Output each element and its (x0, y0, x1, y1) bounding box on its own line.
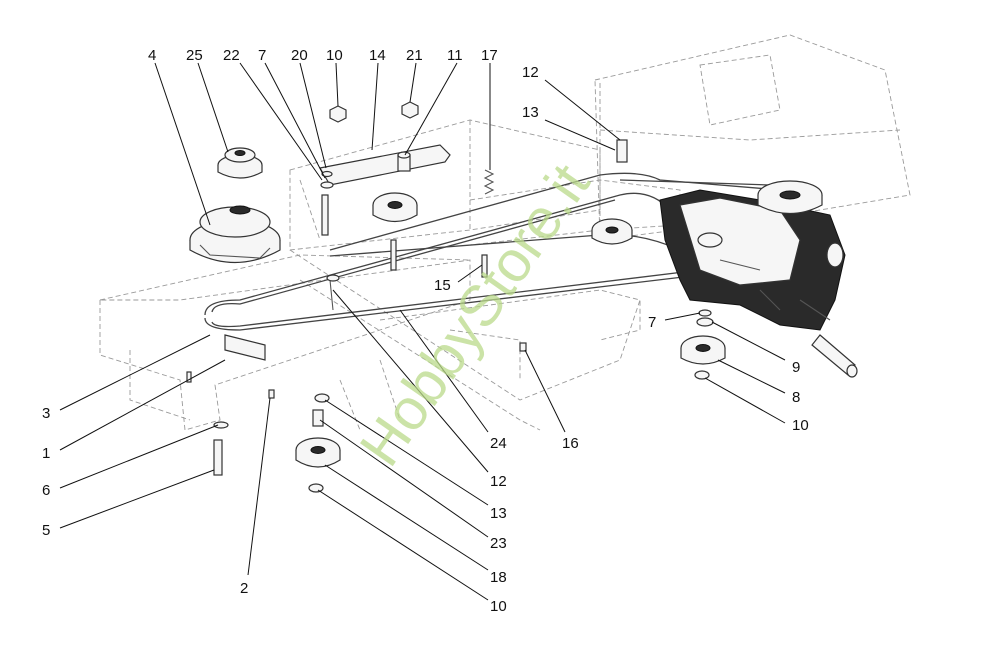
callout-3: 3 (42, 405, 50, 422)
callout-12-top: 12 (522, 64, 539, 81)
callout-10: 10 (326, 47, 343, 64)
callout-1: 1 (42, 445, 50, 462)
callout-4: 4 (148, 47, 156, 64)
callout-7-right: 7 (648, 314, 656, 331)
callout-11: 11 (447, 47, 463, 64)
callout-21: 21 (406, 47, 423, 64)
idler-pulley-right (591, 218, 633, 245)
callout-8: 8 (792, 389, 800, 406)
callout-labels: 4 25 22 7 20 10 14 21 11 17 12 13 15 3 1… (42, 47, 809, 615)
hardware (186, 101, 628, 476)
callout-18: 18 (490, 569, 507, 586)
callout-20: 20 (291, 47, 308, 64)
electric-clutch (189, 205, 281, 264)
callout-10-bottom: 10 (490, 598, 507, 615)
callout-13-top: 13 (522, 104, 539, 121)
idler-arm (319, 144, 451, 186)
leader-lines (59, 62, 786, 601)
callout-24: 24 (490, 435, 507, 452)
transaxle (659, 180, 858, 378)
callout-25: 25 (186, 47, 203, 64)
callout-10-right: 10 (792, 417, 809, 434)
callout-15: 15 (434, 277, 451, 294)
callout-22: 22 (223, 47, 240, 64)
idler-pulley-center (372, 192, 418, 223)
chassis-frame (99, 34, 911, 431)
callout-17: 17 (481, 47, 498, 64)
callout-9: 9 (792, 359, 800, 376)
idler-pulley-lower (295, 393, 341, 493)
callout-14: 14 (369, 47, 386, 64)
callout-16: 16 (562, 435, 579, 452)
callout-5: 5 (42, 522, 50, 539)
callout-7: 7 (258, 47, 266, 64)
top-pulley (217, 147, 263, 179)
callout-6: 6 (42, 482, 50, 499)
callout-12-bottom: 12 (490, 473, 507, 490)
callout-23: 23 (490, 535, 507, 552)
callout-13-bottom: 13 (490, 505, 507, 522)
idler-pulley-transaxle (680, 309, 726, 380)
callout-2: 2 (240, 580, 248, 597)
